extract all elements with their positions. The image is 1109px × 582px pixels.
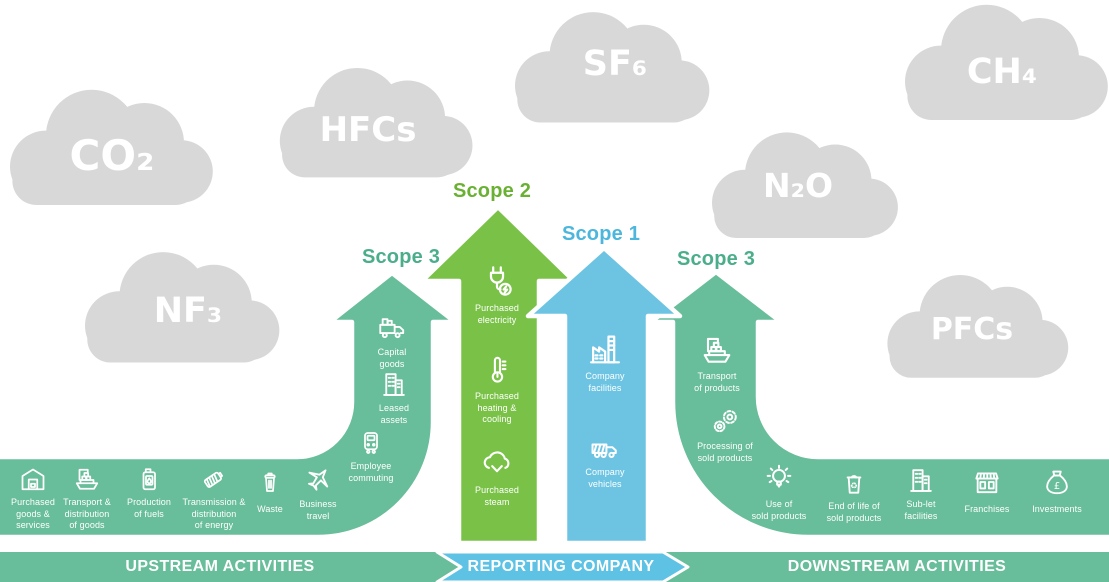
activity-label: End of life of sold products: [826, 501, 882, 523]
activity-label: Company vehicles: [585, 467, 625, 489]
activity-label: Leased assets: [378, 403, 410, 425]
thermometer-icon: [491, 356, 507, 383]
activity-transmission-energy: Transmission & distribution of energy: [164, 464, 264, 532]
activity-label: Transmission & distribution of energy: [182, 497, 246, 531]
lightbulb-icon: [766, 464, 792, 488]
scope1-label: Scope 1: [561, 223, 641, 245]
activity-purchased-goods: Purchased goods & services: [0, 464, 83, 532]
cargo-ship-icon: [75, 468, 99, 490]
cloud-label-pfcs: PFCs: [930, 312, 1014, 347]
activity-investments: Investments: [1007, 466, 1107, 516]
cloud-label-ch4: CH₄: [966, 52, 1038, 92]
sublet-buildings-icon: [910, 469, 932, 492]
activity-label: Franchises: [964, 504, 1010, 514]
downstream-activities-label: DOWNSTREAM ACTIVITIES: [787, 558, 1007, 575]
activity-end-of-life: End of life of sold products: [804, 466, 904, 524]
activity-label: Employee commuting: [348, 461, 394, 483]
scope3-upstream-label: Scope 3: [361, 246, 441, 268]
activity-label: Waste: [257, 504, 283, 514]
activity-label: Investments: [1032, 504, 1082, 514]
money-bag-icon: [1046, 470, 1068, 495]
activity-label: Processing of sold products: [697, 441, 753, 463]
gears-icon: [713, 410, 737, 433]
activity-label: Sub-let facilities: [904, 499, 938, 521]
activity-production-fuels: Production of fuels: [99, 464, 199, 520]
activity-label: Transport & distribution of goods: [63, 497, 111, 531]
buildings-icon: [383, 373, 405, 396]
scope2-label: Scope 2: [452, 180, 532, 202]
scope3-downstream-label: Scope 3: [676, 248, 756, 270]
activity-purchased-heating: Purchased heating & cooling: [447, 352, 547, 426]
activity-leased-assets: Leased assets: [344, 368, 444, 426]
activity-purchased-steam: Purchased steam: [447, 446, 547, 508]
activity-label: Business travel: [299, 499, 337, 521]
activity-purchased-electricity: Purchased electricity: [447, 262, 547, 326]
activity-company-facilities: Company facilities: [555, 330, 655, 394]
activity-capital-goods: Capital goods: [342, 312, 442, 370]
steam-cloud-icon: [483, 451, 510, 473]
footer-reporting-chevron: [435, 550, 690, 582]
reporting-company-label: REPORTING COMPANY: [467, 558, 655, 575]
plug-icon: [489, 266, 512, 296]
activity-franchises: Franchises: [937, 466, 1037, 516]
activity-label: Purchased goods & services: [11, 497, 55, 531]
scope3-downstream-arrow-shape: [648, 269, 1109, 540]
activity-label: Purchased steam: [475, 485, 519, 507]
activity-label: Capital goods: [377, 347, 407, 369]
cloud-label-hfcs: HFCs: [319, 110, 417, 150]
storefront-icon: [975, 472, 999, 494]
activity-company-vehicles: Company vehicles: [555, 430, 655, 490]
delivery-truck-icon: [379, 318, 405, 339]
activity-processing-products: Processing of sold products: [675, 404, 775, 464]
cloud-label-nf3: NF₃: [153, 291, 223, 331]
activity-employee-commuting: Employee commuting: [321, 428, 421, 484]
activity-label: Production of fuels: [126, 497, 172, 519]
cloud-label-n2o: N₂O: [762, 166, 834, 205]
factory-icon: [589, 335, 621, 364]
activity-label: Purchased electricity: [475, 303, 519, 325]
activity-label: Use of sold products: [751, 499, 807, 521]
scope3-upstream-arrow-shape: [0, 270, 458, 540]
upstream-activities-label: UPSTREAM ACTIVITIES: [125, 558, 315, 575]
ship-icon: [703, 337, 731, 363]
activity-label: Purchased heating & cooling: [475, 391, 519, 425]
activity-use-products: Use of sold products: [729, 462, 829, 522]
cloud-label-co2: CO₂: [69, 131, 155, 180]
recycle-bin-icon: [846, 475, 862, 494]
activity-business-travel: Business travel: [268, 464, 368, 522]
truck-icon: [591, 443, 617, 459]
activity-waste: Waste: [220, 466, 320, 516]
fuel-can-icon: [142, 468, 156, 491]
train-icon: [364, 432, 378, 454]
activity-transport-goods: Transport & distribution of goods: [37, 464, 137, 532]
activity-sublet-facilities: Sub-let facilities: [871, 464, 971, 522]
activity-label: Company facilities: [585, 371, 625, 393]
cloud-label-sf6: SF₆: [582, 44, 648, 84]
activity-transport-products: Transport of products: [667, 332, 767, 394]
activity-label: Transport of products: [694, 371, 740, 393]
scope1-arrow-shape: [525, 245, 683, 546]
